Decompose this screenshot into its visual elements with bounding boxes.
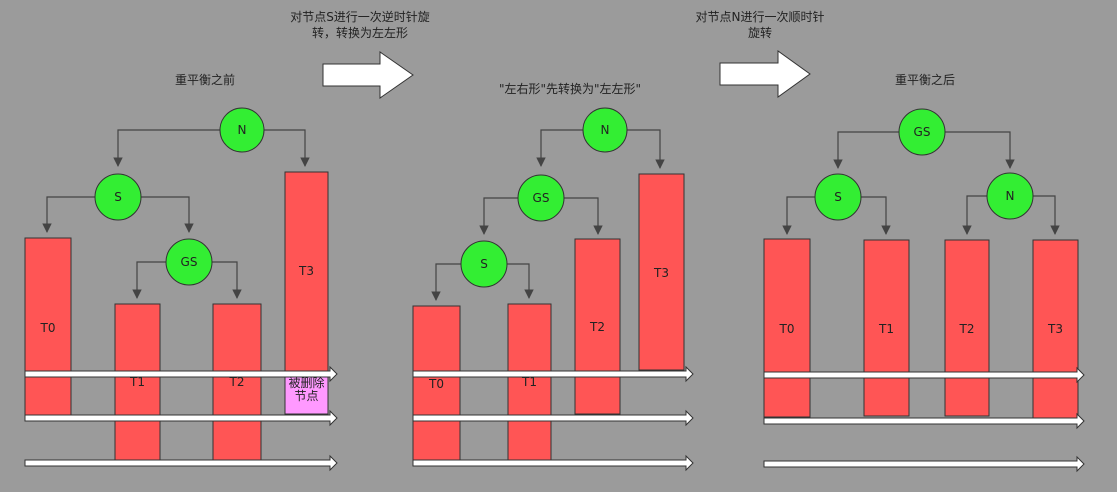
subtree-t2 [212, 303, 262, 461]
edge-n-t3 [627, 129, 665, 169]
subtree-t2-label: T2 [590, 320, 605, 334]
subtree-t3-label: T3 [654, 266, 669, 280]
edge-gs-n [945, 131, 1015, 169]
node-gs-label: GS [180, 255, 198, 269]
edge-n-t2 [962, 195, 987, 235]
height-line [412, 365, 694, 383]
step2-title: "左右形"先转换为"左左形" [498, 82, 642, 96]
node-n-label: N [237, 123, 247, 137]
node-n [582, 107, 628, 153]
transition1-label-line2: 转，转换为左左形 [311, 26, 408, 40]
subtree-t3 [1032, 239, 1079, 419]
edge-gs-t2 [212, 261, 242, 299]
node-gs [898, 108, 946, 156]
height-line [24, 454, 338, 472]
subtree-t2 [574, 238, 621, 415]
node-n-label: N [1005, 189, 1015, 203]
subtree-t3 [638, 173, 685, 371]
deleted-node-box [284, 373, 329, 415]
subtree-t3-label: T3 [1048, 322, 1063, 336]
subtree-t0 [763, 238, 811, 418]
node-s [460, 240, 508, 288]
subtree-t1 [114, 303, 161, 461]
edge-s-t0 [431, 263, 461, 301]
step1-panel [24, 107, 338, 472]
subtree-t2 [944, 239, 990, 417]
subtree-t1-label: T1 [522, 375, 537, 389]
node-s [94, 173, 142, 221]
step3-title: 重平衡之后 [894, 73, 955, 87]
node-s-label: S [834, 190, 842, 204]
node-n-label: N [600, 123, 610, 137]
edge-gs-t1 [132, 261, 166, 299]
edge-s-t1 [507, 263, 534, 299]
edge-gs-t2 [564, 197, 603, 235]
edge-gs-s [833, 131, 899, 169]
transition1-label-line1: 对节点S进行一次逆时针旋 [290, 10, 430, 24]
subtree-t0-label: T0 [40, 321, 56, 335]
subtree-t1-label: T1 [130, 375, 145, 389]
subtree-t0-label: T0 [779, 322, 795, 336]
subtree-t3-label: T3 [299, 264, 314, 278]
node-gs [165, 238, 213, 286]
height-line [24, 409, 338, 427]
transition2-label-line2: 旋转 [747, 26, 772, 40]
height-line [763, 455, 1085, 473]
height-line [763, 412, 1085, 430]
step1-title: 重平衡之前 [174, 73, 235, 87]
node-s-label: S [114, 190, 122, 204]
node-s-label: S [480, 257, 488, 271]
edge-n-t3 [1033, 195, 1060, 235]
edge-gs-s [479, 197, 518, 235]
subtree-t1-label: T1 [879, 322, 894, 336]
subtree-t0 [412, 305, 461, 463]
subtree-t2-label: T2 [229, 375, 245, 389]
subtree-t0-label: T0 [429, 377, 444, 391]
edge-s-t0 [782, 196, 815, 235]
height-line [412, 409, 694, 427]
subtree-t3 [284, 171, 329, 375]
edge-s-t0 [42, 196, 95, 233]
right-arrow-icon [322, 51, 414, 99]
edge-s-t1 [861, 196, 891, 235]
node-gs-label: GS [913, 125, 931, 139]
transition2-label-line1: 对节点N进行一次顺时针 [695, 10, 825, 24]
subtree-t1 [507, 303, 552, 461]
node-gs-label: GS [532, 191, 550, 205]
height-line [763, 366, 1085, 384]
right-arrow-icon [719, 50, 811, 98]
subtree-t1 [863, 239, 910, 417]
edge-s-gs [141, 196, 194, 233]
edge-n-gs [536, 129, 583, 167]
node-n [219, 107, 265, 153]
step3-panel [763, 108, 1085, 473]
node-gs [517, 174, 565, 222]
height-line [24, 365, 338, 383]
node-s [814, 173, 862, 221]
node-n [986, 172, 1034, 220]
edge-n-t3 [264, 129, 310, 167]
height-line [412, 454, 694, 472]
step2-panel [412, 107, 694, 472]
deleted-node-label: 被删除节点 [288, 376, 325, 403]
subtree-t2-label: T2 [959, 322, 975, 336]
edge-n-s [113, 129, 220, 167]
